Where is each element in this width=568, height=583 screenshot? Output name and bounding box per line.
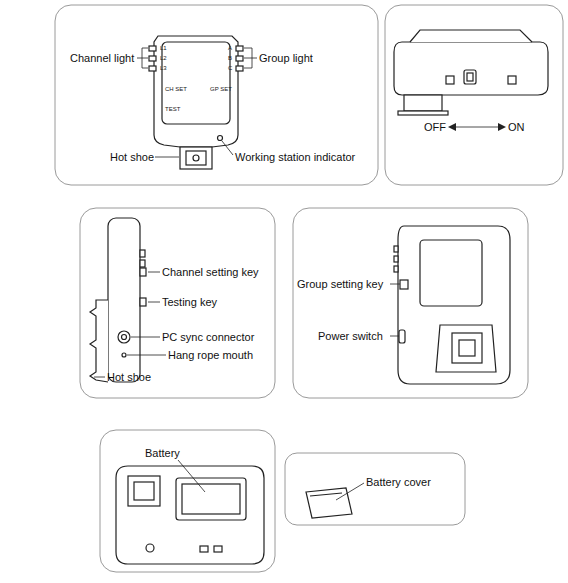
callout-label: PC sync connector — [162, 331, 254, 343]
light-mark: L1 — [160, 45, 167, 52]
callout-label: Hang rope mouth — [168, 349, 253, 361]
callout-label: Battery cover — [366, 476, 431, 488]
callout-label: Testing key — [162, 296, 217, 308]
key-mark: TEST — [165, 106, 180, 113]
callout-label: Power switch — [318, 330, 383, 342]
callout-label: Group light — [259, 52, 313, 64]
callout-label: Channel light — [70, 52, 134, 64]
switch-label: OFF — [424, 121, 446, 133]
light-mark: A — [228, 45, 232, 52]
callout-label: Working station indicator — [235, 151, 355, 163]
callout-label: Hot shoe — [110, 151, 154, 163]
light-mark: C — [228, 65, 232, 72]
callout-label: Channel setting key — [162, 266, 259, 278]
switch-label: ON — [508, 121, 525, 133]
callout-label: Battery — [145, 447, 180, 459]
callout-label: Group setting key — [297, 278, 383, 290]
key-mark: GP SET — [210, 86, 232, 93]
light-mark: L3 — [160, 65, 167, 72]
light-mark: B — [228, 55, 232, 62]
callout-label: Hot shoe — [107, 371, 151, 383]
key-mark: CH SET — [165, 86, 187, 93]
light-mark: L2 — [160, 55, 167, 62]
